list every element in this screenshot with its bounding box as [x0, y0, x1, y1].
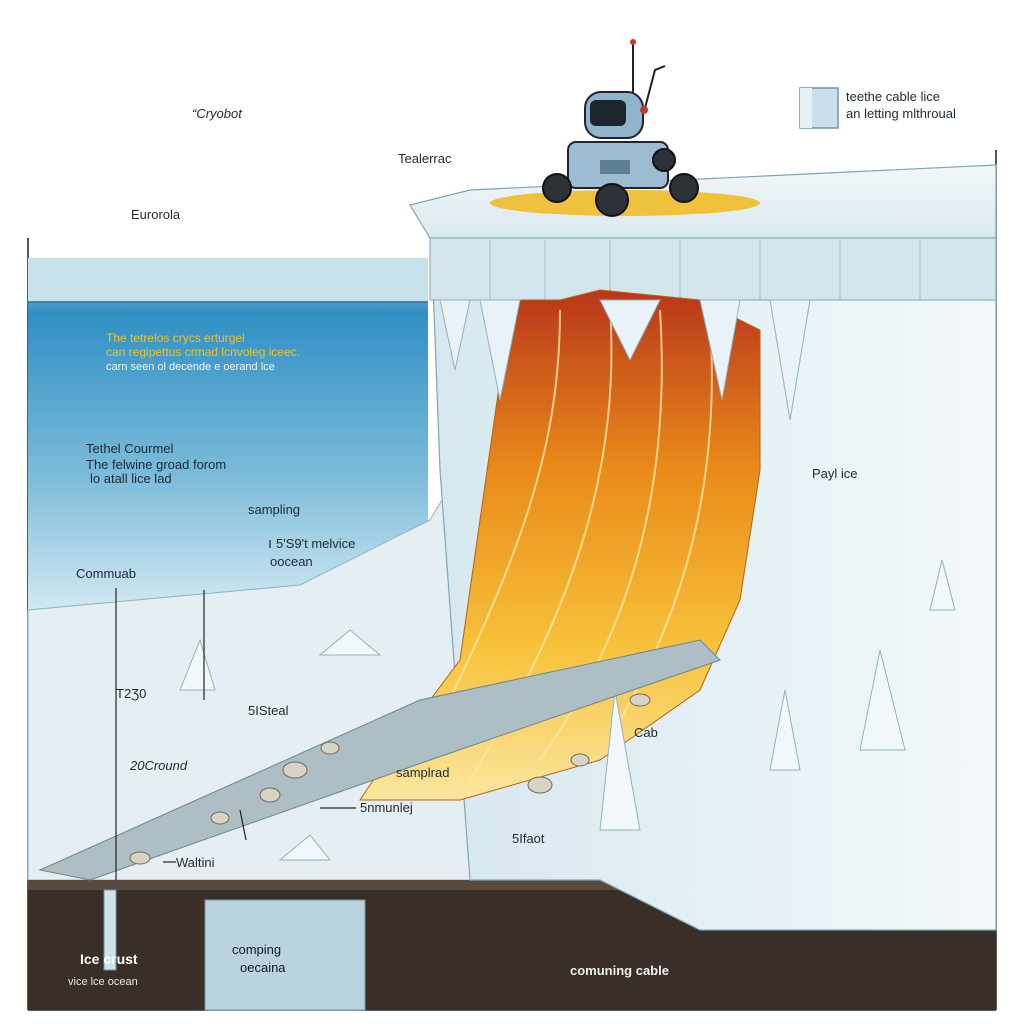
label-meltvice-2: oocean	[270, 554, 313, 569]
lower-shafts	[103, 889, 366, 1011]
icicles	[439, 299, 811, 421]
label-comuning-cable: comuning cable	[570, 963, 669, 978]
sediment-trench	[38, 639, 721, 881]
annotation-yellow-2: can regipettus crmad lcnvoleg iceec.	[106, 345, 301, 359]
legend-line-2: an letting mlthroual	[846, 106, 956, 121]
legend-line-1: teethe cable lice	[846, 89, 940, 104]
label-tethel-1: Tethel Courmel	[86, 441, 174, 456]
label-t3o: T2Ʒ0	[116, 686, 147, 701]
label-sistael: 5ISteal	[248, 703, 289, 718]
ocean-surface	[28, 258, 428, 302]
label-zocround: 20Cround	[130, 758, 188, 773]
label-sampling: sampling	[248, 502, 301, 517]
label-vice-ocean: vice lce ocean	[68, 976, 138, 988]
label-cryobot: “Cryobot	[192, 106, 242, 121]
label-cab: Cab	[634, 725, 658, 740]
label-ice-crust: Ice crust	[80, 951, 138, 967]
annotation-white-3: carn seen ol decende e oerand lce	[106, 361, 275, 373]
label-commuab: Commuab	[76, 566, 136, 581]
label-oecaina: oecaina	[240, 960, 286, 975]
label-snmunig: 5nmunlej	[360, 800, 413, 815]
ice-stalagmites	[179, 559, 956, 861]
label-meltvice-1: 5'S9't melvice	[276, 536, 356, 551]
label-samplrad: samplrad	[396, 765, 450, 780]
label-teaterac: Tealerrac	[398, 151, 452, 166]
label-sifiaot: 5Ifaot	[512, 831, 545, 846]
legend-ice-block-icon	[799, 87, 839, 129]
cryobot-robot-icon	[542, 39, 699, 217]
label-tethel-2: The felwine groad forom	[86, 457, 227, 472]
label-comping: comping	[232, 942, 282, 957]
label-europa: Eurorola	[131, 207, 181, 222]
annotation-yellow-1: The tetrelos crycs erturgel	[106, 331, 245, 345]
label-payl-ice: Payl ice	[812, 466, 858, 481]
label-tethel-3: lo atall lice lad	[90, 471, 172, 486]
leader-lines	[115, 540, 356, 880]
label-waltini: Waltini	[176, 855, 215, 870]
